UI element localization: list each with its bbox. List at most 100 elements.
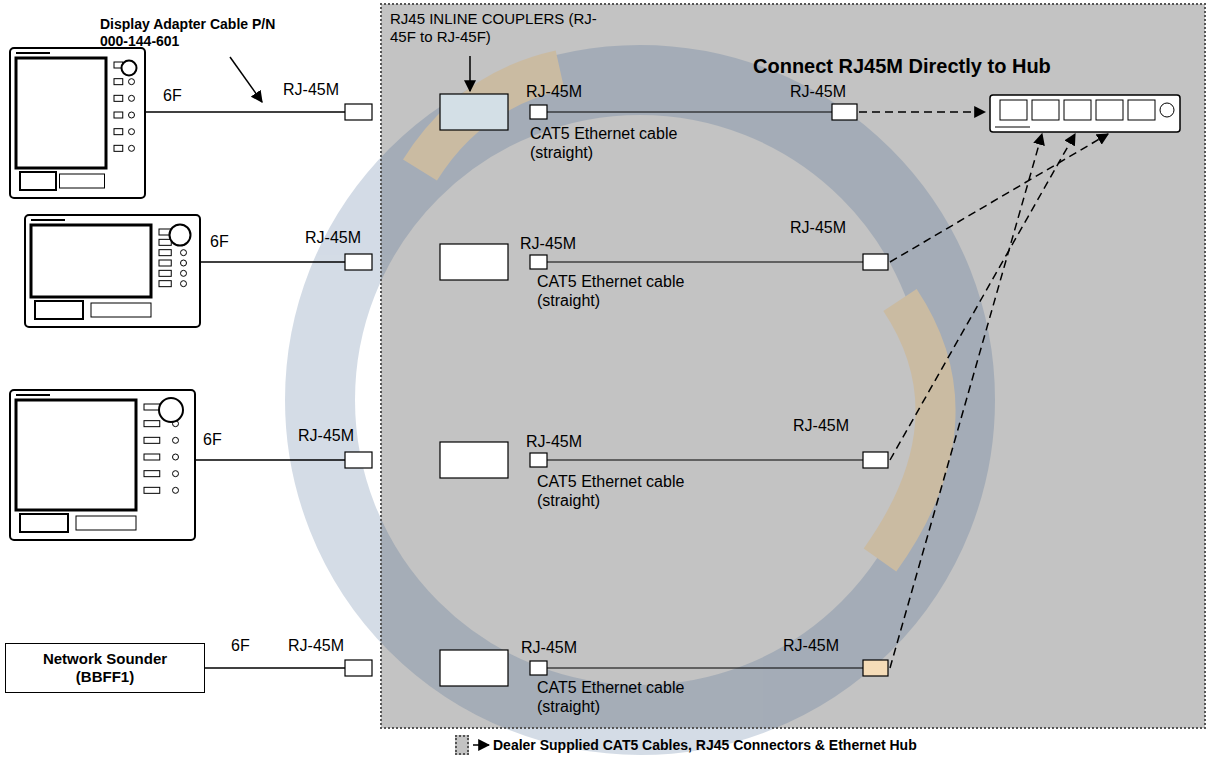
- leader-line: [469, 56, 471, 91]
- hub-link: [890, 134, 1042, 668]
- display-key: [181, 281, 187, 287]
- rj45-plug: [530, 453, 547, 467]
- display-key: [144, 471, 160, 477]
- display-key: [144, 404, 160, 410]
- rj45-plug: [345, 104, 372, 120]
- connector-label: 6F: [210, 232, 229, 251]
- display-key: [181, 250, 187, 256]
- connector-label: RJ-45M: [520, 234, 576, 253]
- display-key: [159, 239, 171, 245]
- cat5-cable: [547, 667, 863, 668]
- display-key: [173, 454, 179, 460]
- display-key: [173, 437, 179, 443]
- connector-label: RJ-45M: [288, 636, 344, 655]
- dealer-region-fill: [381, 4, 1205, 728]
- legend-text: Dealer Supplied CAT5 Cables, RJ45 Connec…: [493, 737, 917, 754]
- display-screen: [16, 58, 106, 168]
- display-key: [114, 95, 123, 101]
- connector-label: 6F: [163, 86, 182, 105]
- connector-label: RJ-45M: [305, 228, 361, 247]
- display-slot: [91, 303, 151, 317]
- hub-link: [890, 134, 1108, 262]
- watermark-arc: [880, 300, 936, 560]
- display-key: [181, 270, 187, 276]
- cat5-cable: [547, 459, 863, 460]
- display-key: [144, 454, 160, 460]
- display-key: [129, 129, 135, 135]
- display-knob: [122, 61, 137, 76]
- rj45-plug: [832, 104, 857, 120]
- connector-label: RJ-45M: [790, 218, 846, 237]
- hub-port: [1000, 100, 1027, 120]
- display-key: [114, 112, 123, 118]
- ethernet-hub: [990, 95, 1180, 132]
- dealer-region: Connect RJ45M Directly to Hub: [380, 3, 1206, 729]
- display-key: [114, 79, 123, 85]
- display-key: [173, 471, 179, 477]
- callout-label: RJ45 INLINE COUPLERS (RJ-45F to RJ-45F): [390, 10, 610, 46]
- cable-label: CAT5 Ethernet cable (straight): [537, 272, 712, 310]
- watermark: [320, 70, 960, 720]
- display-key: [159, 281, 171, 287]
- rj45-plug: [863, 452, 888, 468]
- connector-label: RJ-45M: [526, 82, 582, 101]
- display-slot: [60, 174, 105, 188]
- connector-label: RJ-45M: [783, 636, 839, 655]
- legend-arrow: [473, 744, 489, 746]
- cable-label: CAT5 Ethernet cable (straight): [530, 124, 705, 162]
- connector-label: RJ-45M: [298, 426, 354, 445]
- cat5-cable: [547, 261, 863, 262]
- adapter-cable: [195, 459, 345, 461]
- display-key: [114, 129, 123, 135]
- rj45-plug: [345, 452, 372, 468]
- cable-label: CAT5 Ethernet cable (straight): [537, 678, 712, 716]
- connector-label: RJ-45M: [793, 416, 849, 435]
- callout-label: Display Adapter Cable P/N 000-144-601: [100, 16, 276, 50]
- display-key: [181, 260, 187, 266]
- display-key: [144, 437, 160, 443]
- display-key: [144, 487, 160, 493]
- rj45-plug: [530, 105, 547, 119]
- cat5-cable: [547, 111, 832, 112]
- connector-label: 6F: [203, 430, 222, 449]
- display-knob: [159, 398, 183, 422]
- connector-label: 6F: [231, 636, 250, 655]
- display-detail: [16, 394, 50, 396]
- inline-coupler: [440, 650, 508, 686]
- display-unit: [10, 48, 145, 198]
- rj45-plug: [530, 661, 547, 675]
- hub-port: [1128, 100, 1155, 120]
- display-screen: [31, 225, 151, 297]
- inline-coupler: [440, 244, 508, 280]
- sounder-label: Network Sounder (BBFF1): [30, 650, 180, 686]
- display-screen: [16, 400, 136, 510]
- display-key: [144, 421, 160, 427]
- display-detail: [31, 219, 65, 221]
- display-key: [159, 250, 171, 256]
- connector-label: RJ-45M: [283, 80, 339, 99]
- watermark-ring: [320, 80, 960, 720]
- connector-label: RJ-45M: [526, 432, 582, 451]
- connector-label: RJ-45M: [790, 82, 846, 101]
- inline-coupler: [440, 442, 508, 478]
- hub-link: [859, 111, 985, 113]
- adapter-cable: [200, 261, 345, 263]
- rj45-plug: [530, 255, 547, 269]
- display-slot: [35, 301, 83, 319]
- leader-line: [230, 57, 262, 102]
- display-key: [129, 145, 135, 151]
- display-key: [129, 112, 135, 118]
- display-key: [173, 487, 179, 493]
- hub-detail: [995, 127, 1030, 128]
- display-key: [129, 79, 135, 85]
- hub-power-jack: [1160, 103, 1174, 117]
- legend-swatch: [455, 735, 469, 755]
- adapter-cable: [145, 111, 345, 113]
- display-slot: [20, 172, 56, 190]
- adapter-cable: [205, 667, 345, 669]
- rj45-plug: [345, 254, 372, 270]
- display-slot: [20, 514, 68, 532]
- display-detail: [16, 52, 50, 54]
- rj45-plug: [863, 660, 888, 676]
- display-key: [159, 260, 171, 266]
